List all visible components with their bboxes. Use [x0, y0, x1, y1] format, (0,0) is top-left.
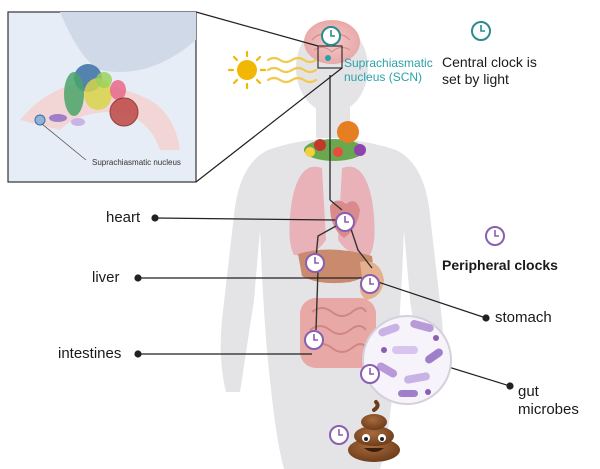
inset-scn-label: Suprachiasmatic nucleus: [92, 158, 181, 167]
central-clock-label: Central clock is set by light: [442, 54, 537, 87]
clock-icon-poop: [329, 425, 349, 445]
clock-icon-scn: [321, 26, 341, 46]
light-wave-icon: [266, 56, 318, 84]
clock-signal-arrows: [315, 75, 373, 331]
gut-microbes-label: gut microbes: [518, 383, 579, 418]
food-icon: [304, 121, 366, 161]
intestines-label: intestines: [58, 345, 122, 362]
clock-icon-intestines: [304, 330, 324, 350]
clock-icon-legend-peripheral: [485, 226, 505, 246]
heart-label: heart: [106, 209, 141, 226]
poop-emoji-icon: [348, 400, 400, 462]
liver-label: liver: [92, 269, 120, 286]
gut-microbes-magnifier: [362, 315, 452, 405]
sun-icon: [227, 50, 267, 90]
clock-icon-legend-central: [471, 21, 491, 41]
peripheral-clocks-label: Peripheral clocks: [442, 257, 558, 273]
callout-lines: [134, 11, 514, 390]
clock-icon-gut-microbes: [360, 364, 380, 384]
clock-icon-stomach: [360, 274, 380, 294]
scn-label: Suprachiasmatic nucleus (SCN): [344, 56, 433, 84]
bacteria-icon: [376, 319, 443, 397]
clock-icon-liver: [305, 253, 325, 273]
brain-inset-panel: [7, 11, 197, 183]
clock-icon-heart: [335, 212, 355, 232]
intestines-organ: [300, 298, 376, 368]
stomach-label: stomach: [495, 309, 552, 326]
